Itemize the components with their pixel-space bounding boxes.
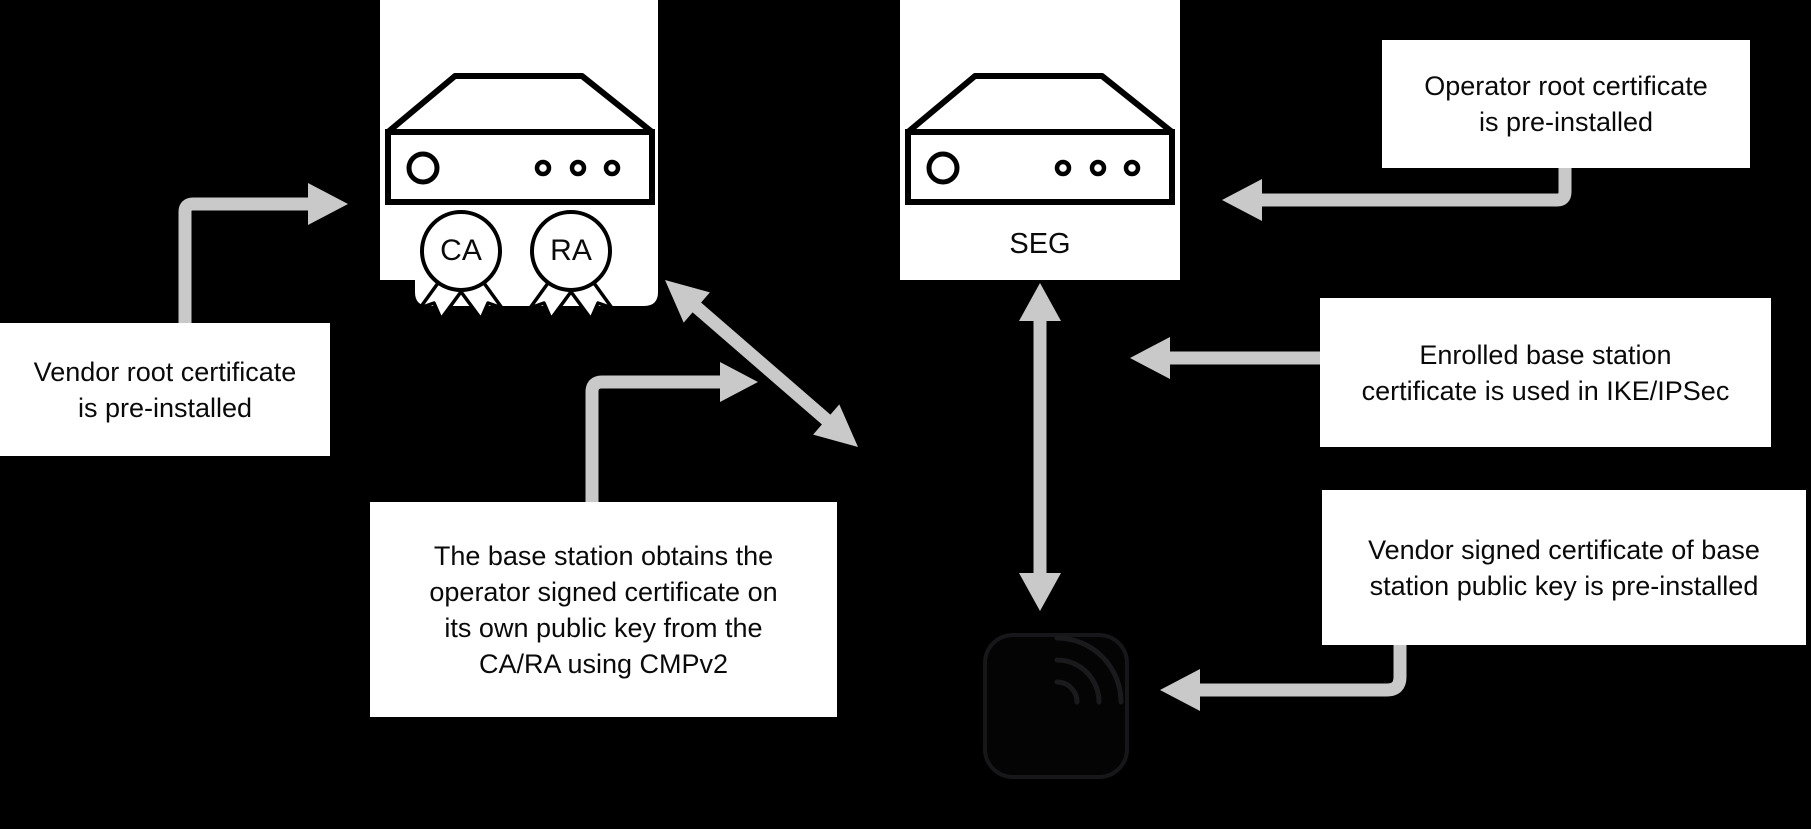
note-vendor-root-certificate: Vendor root certificate is pre-installed <box>0 323 330 456</box>
note-enrolled-certificate: Enrolled base station certificate is use… <box>1320 298 1771 447</box>
arrowhead <box>1160 669 1200 711</box>
arrow-vendor-signed-to-base-station <box>1199 642 1407 697</box>
arrowhead <box>665 280 710 323</box>
arrowhead <box>813 404 858 447</box>
arrowhead <box>1019 573 1061 611</box>
server-icon <box>905 73 1175 205</box>
ca-badge-label: CA <box>440 234 482 267</box>
arrowhead <box>720 362 758 402</box>
seg-label: SEG <box>1009 228 1071 260</box>
note-cmpv2-enrollment: The base station obtains the operator si… <box>370 502 837 717</box>
seg-server-card: SEG <box>900 0 1180 280</box>
ra-badge-label: RA <box>550 234 592 267</box>
certificate-badges <box>415 210 658 321</box>
arrow-vendor-root-to-ca-ra <box>178 197 310 330</box>
ca-badge-circle <box>420 210 502 292</box>
arrow-operator-root-to-seg <box>1260 165 1572 207</box>
note-operator-root-certificate: Operator root certificate is pre-install… <box>1382 40 1750 168</box>
arrow-ca-ra-base-station-link <box>689 300 834 427</box>
base-station-wireless-icon <box>983 633 1129 779</box>
ra-badge-circle <box>530 210 612 292</box>
ca-ra-server-card <box>380 0 658 280</box>
arrowhead <box>1019 283 1061 321</box>
arrowhead <box>1130 337 1170 379</box>
arrowhead <box>1222 179 1262 221</box>
note-vendor-signed-certificate: Vendor signed certificate of base statio… <box>1322 490 1806 645</box>
arrow-cmpv2-to-link <box>585 375 721 504</box>
arrowhead <box>308 183 348 225</box>
server-icon <box>385 73 655 205</box>
